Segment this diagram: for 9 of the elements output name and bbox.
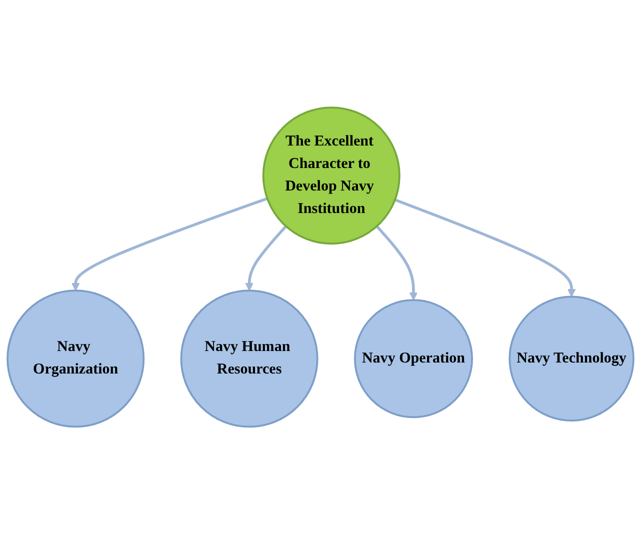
arrow — [71, 197, 268, 291]
arrow — [245, 225, 287, 291]
node-circle: Navy Operation — [354, 299, 473, 418]
node-circle: Navy Organization — [6, 290, 145, 428]
node-circle: Navy Human Resources — [180, 290, 318, 428]
node-circle: Navy Technology — [508, 296, 634, 422]
node-circle: The Excellent Character to Develop Navy Institution — [262, 106, 400, 244]
arrow — [376, 225, 418, 300]
arrow — [394, 198, 576, 297]
